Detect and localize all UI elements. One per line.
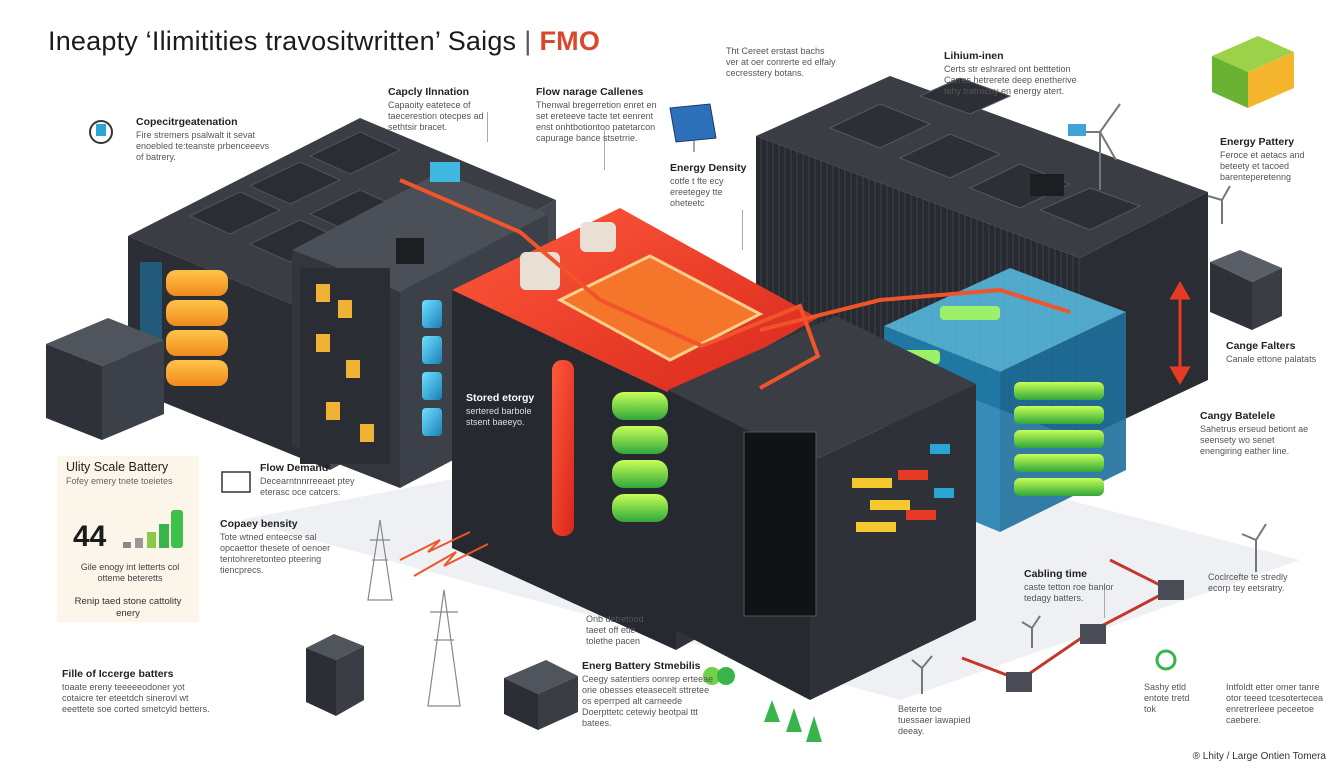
label-body: caste tetton roe banlor tedagy batters. (1024, 582, 1114, 603)
card-subtitle: Fofey emery tnete toeietes (66, 476, 173, 486)
label-body: Canale ettone palatats (1226, 354, 1317, 364)
card-caption: Gile enogy int letterts col otteme beter… (80, 562, 180, 583)
label-heading: Energy Pattery (1220, 136, 1295, 148)
label-file-storage: Fille of Iccerge batters toaate ereny tee… (62, 668, 210, 715)
person-icon (89, 120, 113, 144)
label-body: Coclrcefte te stredly ecorp tey eetsratr… (1208, 572, 1288, 593)
turbine-hub (1068, 124, 1086, 136)
energy-flow-arrows (399, 531, 489, 577)
label-heading: Cangy Batelele (1200, 410, 1276, 422)
label-infinity-note: Intfoldt etter omer tanre otor teeed tce… (1226, 682, 1324, 726)
label-heading: Flow Demand (260, 462, 329, 474)
label-body: Intfoldt etter omer tanre otor teeed tce… (1226, 682, 1324, 725)
leader-line (1104, 588, 1105, 618)
label-body: Fire stremers psalwalt it sevat enoebled… (136, 130, 270, 162)
label-bottom-small: Beterte toe tuessaer lawapied deeay. (898, 704, 978, 737)
power-cable (399, 178, 821, 390)
label-heading: Stored etorgy (466, 392, 535, 404)
recycle-icon (1155, 649, 1177, 671)
page-title: Ineapty ‘Ilimitities travositwritten’ Sa… (48, 26, 601, 56)
label-heading: Energy Density (670, 162, 747, 174)
footer-credit: ® Lhity / Large Ontien Tomera (1192, 751, 1326, 762)
label-right-note: Coclrcefte te stredly ecorp tey eetsratr… (1208, 572, 1304, 594)
label-body: Ceegy satentiers oonrep erteeae orie obe… (582, 674, 714, 728)
label-heading: Lihium-inen (944, 50, 1004, 62)
label-bottom-center: Onb detretood taeet off etle tolethe pac… (586, 614, 658, 647)
green-module (1212, 36, 1294, 108)
leader-line (604, 130, 605, 170)
label-body: Sashy etld entote tretd tok (1144, 682, 1190, 714)
leader-line (742, 210, 743, 250)
label-body: Decearntnnrreeaet ptey eterasc oce catce… (260, 476, 355, 497)
battery-level-icon (123, 510, 183, 548)
flow-demand-icon (221, 471, 251, 493)
label-heading: Flow narage Callenes (536, 86, 644, 98)
label-body: Thenwal bregerretion enret en set eretee… (536, 100, 657, 143)
label-body: cotfe t fte ecy ereetegey tte oheteetc (670, 176, 724, 208)
label-heading: Energ Battery Stmebilis (582, 660, 701, 672)
label-stored-energy: Stored etorgy sertered barbole stsent bae… (466, 392, 548, 428)
label-body: toaate ereny teeeeeodoner yot cotaicre t… (62, 682, 210, 714)
label-heading: Copecitrgeatenation (136, 116, 238, 128)
power-tower-icon (367, 519, 461, 707)
card-title: Ulity Scale Battery (66, 460, 169, 474)
utility-scale-card: Ulity Scale Battery Fofey emery tnete to… (57, 456, 199, 622)
label-energy-density: Energy Density cotfe t fte ecy ereetegey … (670, 162, 754, 209)
card-big-number: 44 (73, 520, 107, 553)
small-front-cabinet-a (306, 634, 364, 716)
label-body: Certs str eshrared ont betttetion Carres… (944, 64, 1077, 96)
tree-icon (764, 700, 822, 742)
label-heading: Cange Falters (1226, 340, 1296, 352)
label-heading: Capcly Ilnnation (388, 86, 470, 98)
card-footer: Renip taed stone cattolity enery (74, 596, 182, 619)
vertical-arrow (1169, 280, 1191, 386)
small-left-cabinet (46, 318, 164, 440)
label-recycle-note: Sashy etld entote tretd tok (1144, 682, 1196, 715)
label-heading: Copaey bensity (220, 518, 298, 530)
label-heading: Cabling time (1024, 568, 1088, 580)
title-text: Ineapty ‘Ilimitities travositwritten’ Sa… (48, 26, 517, 56)
label-body: Beterte toe tuessaer lawapied deeay. (898, 704, 971, 736)
small-right-cabinet (1210, 250, 1282, 330)
front-control-container (668, 316, 976, 700)
small-front-cabinet-b (504, 660, 578, 730)
brand-logo: FMO (539, 26, 601, 56)
label-body: Capaoity eatetece of taecerestion otecpe… (388, 100, 484, 132)
label-body: Tht Cereet erstast bachs ver at oer conr… (726, 46, 836, 78)
battery-icons-green (703, 667, 735, 685)
solar-panel-icon (669, 103, 717, 152)
label-body: Onb detretood taeet off etle tolethe pac… (586, 614, 644, 646)
leader-line (487, 112, 488, 142)
label-heading: Fille of Iccerge batters (62, 668, 174, 680)
label-top-note: Tht Cereet erstast bachs ver at oer conr… (726, 46, 838, 79)
label-body: sertered barbole stsent baeeyo. (466, 406, 532, 427)
label-body: Feroce et aetacs and beteety et tacoed b… (1220, 150, 1305, 182)
label-body: Tote wtned enteecse sal opcaettor theset… (220, 532, 331, 575)
grid-node-network (961, 558, 1184, 692)
label-cabling-time: Cabling time caste tetton roe banlor teda… (1024, 568, 1128, 604)
label-body: Sahetrus erseud betiont ae seensety wo s… (1200, 424, 1309, 456)
